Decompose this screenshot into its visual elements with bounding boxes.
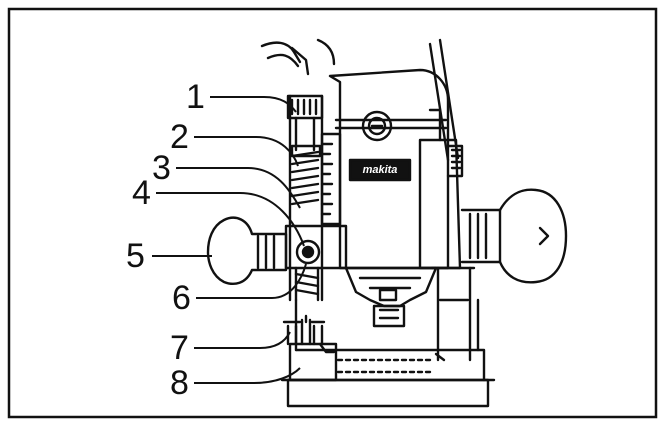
router-body bbox=[206, 38, 568, 408]
callout-leaders bbox=[152, 96, 307, 384]
nameplate bbox=[348, 158, 412, 182]
leader-8 bbox=[194, 367, 301, 384]
leader-7 bbox=[194, 331, 291, 349]
collet-nut bbox=[372, 304, 406, 328]
depth-scale bbox=[320, 132, 342, 226]
callout-3: 3 bbox=[152, 149, 171, 187]
callout-5: 5 bbox=[126, 237, 145, 275]
stopper-screw bbox=[282, 320, 302, 346]
lock-lever-knob bbox=[295, 239, 321, 265]
clamp-block bbox=[284, 224, 348, 270]
callout-1: 1 bbox=[186, 78, 205, 116]
top-knob bbox=[361, 110, 393, 142]
right-handle bbox=[460, 188, 568, 284]
base-plate bbox=[286, 378, 490, 408]
power-cord bbox=[260, 41, 302, 64]
stopper-pole-knob bbox=[286, 94, 324, 120]
callout-4: 4 bbox=[132, 174, 151, 212]
callout-6: 6 bbox=[172, 279, 191, 317]
callout-7: 7 bbox=[170, 329, 189, 367]
leader-1 bbox=[210, 96, 297, 113]
spring bbox=[290, 150, 320, 206]
brand-label: makita bbox=[362, 164, 398, 176]
leader-4 bbox=[156, 192, 305, 247]
figure-border bbox=[7, 7, 658, 419]
leader-3 bbox=[176, 167, 301, 209]
leader-6 bbox=[196, 263, 307, 299]
leader-2 bbox=[194, 136, 299, 167]
callout-8: 8 bbox=[170, 364, 189, 402]
left-handle bbox=[206, 216, 288, 285]
callout-2: 2 bbox=[170, 118, 189, 156]
right-column bbox=[436, 266, 472, 362]
